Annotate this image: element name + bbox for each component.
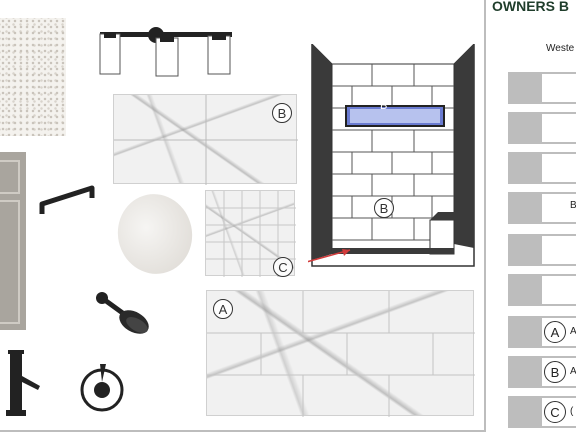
selection-row-c: C ( <box>508 396 576 428</box>
panel-title: OWNERS B <box>492 0 569 14</box>
selection-row-4: B <box>508 192 576 224</box>
row-callout-c: C <box>544 401 566 423</box>
tile-swatch-a: A <box>206 290 475 417</box>
selection-row-a-text: A <box>570 326 576 337</box>
selection-row-1 <box>508 72 576 104</box>
row-callout-b: B <box>544 361 566 383</box>
selection-row-2 <box>508 112 576 144</box>
row-callout-a: A <box>544 321 566 343</box>
mood-board: B <box>0 0 486 432</box>
selection-row-a: A A <box>508 316 576 348</box>
selection-row-4-text: B <box>570 200 576 211</box>
oval-mirror <box>110 187 200 281</box>
panel-subtitle: Weste <box>546 43 575 54</box>
drawer-pull-handle <box>39 185 95 214</box>
niche-label: B <box>380 100 388 112</box>
callout-c-grout: C <box>273 257 293 277</box>
callout-b-tile: B <box>272 103 292 123</box>
selection-row-5 <box>508 234 576 266</box>
shower-head-fixture <box>96 292 149 334</box>
callout-b-shower: B <box>374 198 394 218</box>
selection-row-b-text: A <box>570 366 576 377</box>
sink-faucet-fixture <box>6 350 40 416</box>
shower-valve-trim <box>80 364 124 412</box>
owners-selection-panel: OWNERS B Weste B A A B A C ( <box>488 0 576 432</box>
selection-row-3 <box>508 152 576 184</box>
cabinet-door-swatch <box>0 152 26 330</box>
callout-a-tile: A <box>213 299 233 319</box>
tile-swatch-b: B <box>113 94 298 185</box>
selection-row-6 <box>508 274 576 306</box>
selection-row-b: B A <box>508 356 576 388</box>
vanity-light-fixture <box>99 27 232 77</box>
selection-row-c-text: ( <box>570 406 574 417</box>
shower-elevation-drawing <box>308 44 475 267</box>
quartz-countertop-swatch <box>0 18 66 136</box>
